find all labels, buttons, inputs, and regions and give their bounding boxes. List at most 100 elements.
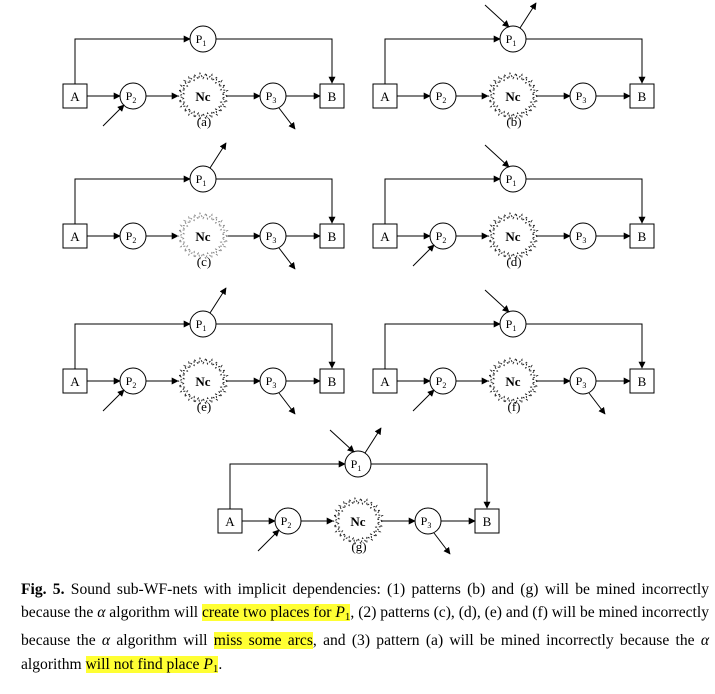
arc-into-p2 [102, 389, 125, 412]
nc-subnet-cloud [176, 211, 230, 261]
nc-subnet-label: Nc [195, 229, 210, 244]
place-p1-label: P1 [196, 172, 207, 188]
arc-a-p1 [74, 320, 191, 369]
transition-a-label: A [70, 89, 80, 104]
place-p3-label: P3 [421, 514, 432, 530]
place-p1 [499, 165, 527, 193]
arc-a-p1 [384, 35, 501, 84]
nc-subnet-label: Nc [195, 374, 210, 389]
transition-a-label: A [380, 89, 390, 104]
nc-subnet-cloud [176, 356, 230, 406]
place-p2-label: P2 [126, 89, 137, 105]
arc-out-of-p3 [278, 392, 296, 415]
place-p2-label: P2 [436, 374, 447, 390]
transition-b [319, 368, 345, 394]
arc-p1-b [526, 38, 646, 84]
arc-into-p1 [329, 429, 355, 453]
place-p1 [499, 310, 527, 338]
panel-tag-f: (f) [508, 399, 521, 414]
arc-a-p1 [229, 460, 346, 509]
arc-out-of-p1 [209, 142, 227, 169]
transition-b [319, 83, 345, 109]
place-p3-label: P3 [576, 229, 587, 245]
arc-out-of-p3 [278, 107, 296, 130]
nc-subnet-cloud [486, 211, 540, 261]
caption-text-3: , (2) patterns (c), (d), (e) and (f) wil… [21, 604, 709, 650]
arc-a-p1 [384, 175, 501, 224]
nc-subnet-label: Nc [350, 514, 365, 529]
transition-a-label: A [380, 229, 390, 244]
transition-a-label: A [70, 374, 80, 389]
place-p1-label: P1 [351, 457, 362, 473]
place-p1-label: P1 [196, 317, 207, 333]
transition-a-label: A [380, 374, 390, 389]
transition-b-label: B [328, 374, 337, 389]
arc-into-p2 [257, 529, 280, 552]
transition-a [62, 368, 88, 394]
nc-subnet-cloud [331, 496, 385, 546]
caption-text-4: algorithm will [110, 632, 214, 650]
nc-subnet-label: Nc [505, 229, 520, 244]
arc-p1-b [371, 463, 491, 509]
place-p1-label: P1 [506, 32, 517, 48]
transition-b [319, 223, 345, 249]
transition-a-label: A [225, 514, 235, 529]
caption-alpha-3: α [700, 632, 710, 650]
transition-b-label: B [483, 514, 492, 529]
arc-a-p1 [384, 320, 501, 369]
arc-a-p1 [74, 35, 191, 84]
place-p2-label: P2 [436, 229, 447, 245]
transition-b-label: B [638, 374, 647, 389]
caption-highlight-will-not-find-place: will not find place P1 [85, 655, 219, 675]
arc-p1-b [526, 323, 646, 369]
place-p1 [189, 310, 217, 338]
caption-fig-label: Fig. 5. [21, 581, 65, 598]
nc-subnet-cloud [176, 71, 230, 121]
caption-highlight-miss-some-arcs: miss some arcs [213, 632, 313, 650]
arc-into-p2 [412, 244, 435, 267]
place-p1 [499, 25, 527, 53]
panel-tag-g: (g) [351, 539, 366, 554]
transition-b [629, 223, 655, 249]
place-p2-label: P2 [436, 89, 447, 105]
arc-out-of-p3 [588, 392, 606, 415]
transition-b-label: B [638, 229, 647, 244]
arc-p1-b [216, 178, 336, 224]
place-p1-label: P1 [196, 32, 207, 48]
caption-text-7: . [218, 655, 223, 673]
arc-out-of-p1 [364, 427, 382, 454]
caption-alpha-2: α [101, 632, 111, 650]
panel-tag-b: (b) [506, 114, 521, 129]
transition-a [62, 83, 88, 109]
place-p3-label: P3 [266, 229, 277, 245]
place-p1 [344, 450, 372, 478]
arc-into-p1 [484, 144, 510, 168]
arc-p1-b [216, 323, 336, 369]
place-p2-label: P2 [126, 374, 137, 390]
transition-b [629, 83, 655, 109]
arc-a-p1 [74, 175, 191, 224]
panel-tag-c: (c) [197, 254, 211, 269]
transition-a-label: A [70, 229, 80, 244]
nc-subnet-cloud [486, 71, 540, 121]
transition-a [372, 83, 398, 109]
place-p2-label: P2 [126, 229, 137, 245]
transition-b-label: B [638, 89, 647, 104]
nc-subnet-label: Nc [505, 89, 520, 104]
transition-a [62, 223, 88, 249]
nc-subnet-label: Nc [195, 89, 210, 104]
arc-out-of-p3 [433, 532, 451, 555]
caption-alpha-1: α [97, 604, 106, 622]
caption-text-5: , and (3) pattern (a) will be mined inco… [312, 632, 701, 650]
place-p3-label: P3 [576, 89, 587, 105]
place-p3-label: P3 [576, 374, 587, 390]
panel-tag-a: (a) [197, 114, 211, 129]
transition-b [474, 508, 500, 534]
panel-tag-e: (e) [197, 399, 211, 414]
arc-into-p1 [484, 289, 510, 313]
